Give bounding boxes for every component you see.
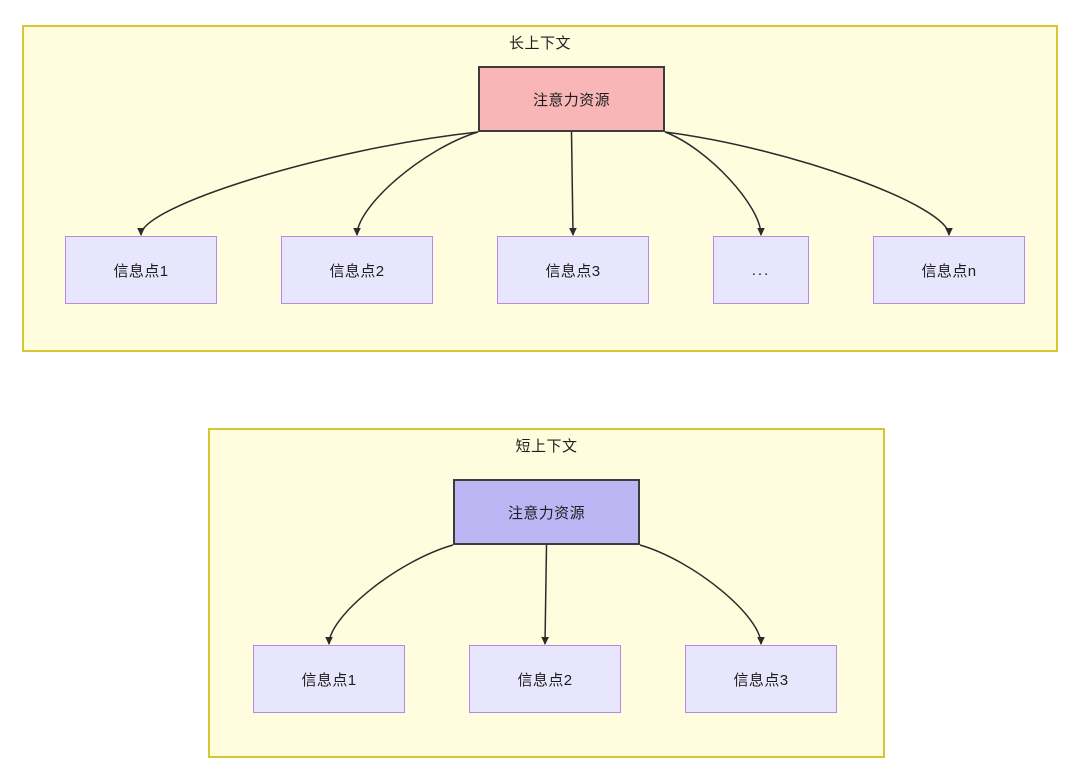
- group-short-context-title: 短上下文: [515, 438, 578, 455]
- node-info-point-1-long[interactable]: 信息点1: [65, 236, 217, 304]
- node-info-point-2-short[interactable]: 信息点2: [469, 645, 621, 713]
- node-info-point-n-long[interactable]: 信息点n: [873, 236, 1025, 304]
- node-info-point-ellipsis-long[interactable]: ...: [713, 236, 809, 304]
- node-info-point-3-short[interactable]: 信息点3: [685, 645, 837, 713]
- node-info-point-3-long[interactable]: 信息点3: [497, 236, 649, 304]
- node-attention-resource-short[interactable]: 注意力资源: [453, 479, 640, 545]
- group-long-context-title: 长上下文: [508, 35, 571, 52]
- node-attention-resource-long[interactable]: 注意力资源: [478, 66, 665, 132]
- node-info-point-2-long[interactable]: 信息点2: [281, 236, 433, 304]
- node-info-point-1-short[interactable]: 信息点1: [253, 645, 405, 713]
